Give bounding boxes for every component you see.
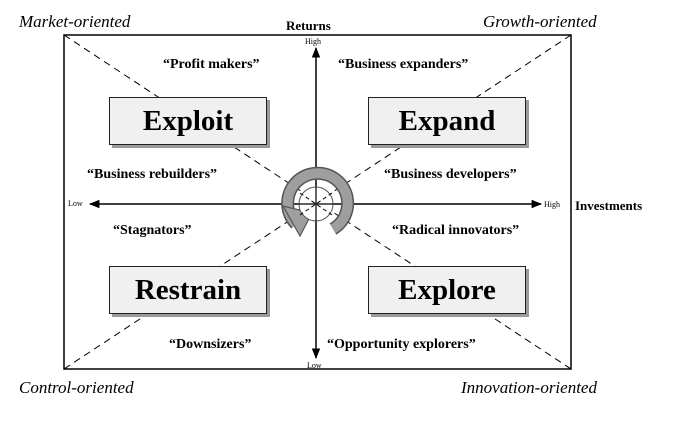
quote-business-rebuilders: “Business rebuilders” [87, 167, 218, 182]
vertical-axis-high-label: High [305, 37, 321, 46]
outer-frame [63, 34, 572, 370]
quote-radical-innovators: “Radical innovators” [392, 223, 520, 238]
circular-arrow-icon [281, 166, 355, 238]
quote-profit-makers: “Profit makers” [163, 57, 260, 72]
horizontal-axis-title: Investments [575, 198, 643, 213]
quote-business-developers: “Business developers” [384, 167, 517, 182]
corner-label-market-oriented: Market-oriented [19, 12, 131, 31]
quote-opportunity-explorers: “Opportunity explorers” [327, 337, 476, 352]
horizontal-axis-low-label: Low [68, 199, 83, 208]
quadrant-box-explore: Explore [368, 266, 526, 314]
horizontal-axis-high-label: High [544, 200, 560, 209]
quote-downsizers: “Downsizers” [169, 337, 252, 352]
quadrant-box-exploit: Exploit [109, 97, 267, 145]
quote-business-expanders: “Business expanders” [338, 57, 469, 72]
quadrant-box-expand: Expand [368, 97, 526, 145]
corner-label-control-oriented: Control-oriented [19, 378, 134, 397]
quote-stagnators: “Stagnators” [113, 223, 192, 238]
quadrant-box-restrain: Restrain [109, 266, 267, 314]
corner-label-innovation-oriented: Innovation-oriented [461, 378, 597, 397]
corner-label-growth-oriented: Growth-oriented [483, 12, 597, 31]
vertical-axis-title: Returns [286, 18, 331, 33]
vertical-axis-low-label: Low [307, 361, 322, 370]
